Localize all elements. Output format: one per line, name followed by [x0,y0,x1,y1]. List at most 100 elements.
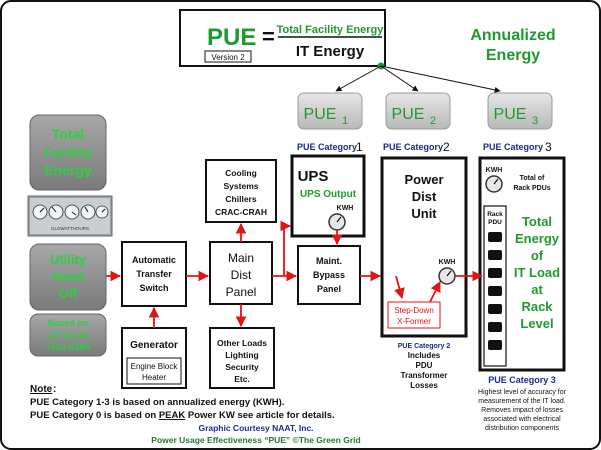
cooling-box: Cooling Systems Chillers CRAC-CRAH [205,159,277,223]
total-facility-line3: Energy [44,162,92,178]
utility-line3: Off [59,286,78,301]
ups-kwh: KWH [337,205,354,212]
pue1-base: PUE [304,106,337,123]
ats-box: Automatic Transfer Switch [121,241,187,307]
cat3-note-line1: Highest level of accuracy for [478,389,567,396]
utility-line1: Utility [50,252,87,267]
rack-big7: Level [520,316,553,331]
rack-total-line2: Rack PDUs [513,185,550,192]
rack-big2: Energy [515,231,560,246]
ats-line2: Transfer [136,269,172,279]
other-loads-line3: Security [225,362,259,372]
cat2-note-line4: Losses [410,381,438,390]
arrow-to-pue3 [380,65,501,93]
cat2-note-line2: PDU [416,361,433,370]
credit-line1: Graphic Courtesy NAAT, Inc. [198,423,313,433]
total-facility-box: Total Facility Energy [29,114,107,191]
ups-box: UPS UPS Output KWH [290,154,366,238]
arrow-to-pue2 [380,65,419,92]
note-line2: PUE Category 0 is based on PEAK Power KW… [30,410,335,421]
formula-numerator: Total Facility Energy [277,24,385,36]
note-line1: PUE Category 1-3 is based on annualized … [30,397,284,408]
utility-meter: GLOWATTHOURS [27,195,113,237]
bypass-line1: Maint. [316,256,342,266]
power-flow-arrows [106,220,484,328]
bypass-box: Maint. Bypass Panel [297,245,361,305]
note-title: Note [30,384,53,395]
pue1-heading: PUE 1 [297,92,363,130]
bottom-note: Note : PUE Category 1-3 is based on annu… [30,384,335,421]
other-loads-line2: Lighting [225,350,259,360]
formula-equals: = [262,24,275,49]
ups-output: UPS Output [300,189,357,200]
note-line2-pre: PUE Category 0 is based on [30,410,159,421]
category3-label: PUE Category [483,142,543,152]
pdu-title1: Power [404,172,443,187]
version-box [204,50,252,63]
arrow-to-pue1 [335,65,382,92]
main-panel-line2: Dist [231,268,252,282]
based-on-box: Based on 12-month Total KWH [29,313,107,357]
cat3-note-line3: Removes impact of losses [481,407,563,414]
cooling-line3: Chillers [225,194,256,204]
meter-brand: GLOWATTHOURS [51,226,89,231]
other-loads-box: Other Loads Lighting Security Etc. [209,327,275,389]
main-panel-line1: Main [228,251,254,265]
other-loads-line1: Other Loads [217,338,267,348]
based-line1: Based on [48,318,89,328]
note-line2-peak: PEAK [159,410,186,421]
pue3-base: PUE [494,106,527,123]
total-facility-line2: Facility [44,144,92,160]
rack-big3: of [531,248,544,263]
cat3-note-title: PUE Category 3 [488,375,556,385]
rack-big6: Rack [521,299,553,314]
pue-formula: PUE Version 2 = Total Facility Energy IT… [179,9,386,67]
category3-num: 3 [545,140,552,154]
annualized-line1: Annualized [470,27,555,44]
pdu-kwh: KWH [439,259,456,266]
category2-num: 2 [443,140,450,154]
formula-pue: PUE [207,24,256,51]
category3-note: PUE Category 3 Highest level of accuracy… [478,375,567,432]
pue3-heading: PUE 3 [487,92,553,130]
cat2-note-title: PUE Category 2 [398,343,451,350]
cat2-note-line3: Transformer [401,371,448,380]
cooling-line1: Cooling [225,168,257,178]
arrow-stepdown-meter [429,281,441,303]
other-loads-line4: Etc. [234,374,250,384]
main-panel-line3: Panel [226,285,257,299]
cooling-line2: Systems [224,181,259,191]
note-line2-post: Power KW see article for details. [185,410,334,421]
pue3-sub: 3 [532,115,538,127]
formula-version: Version 2 [211,53,245,62]
note-colon: : [53,384,56,395]
pue2-base: PUE [392,106,425,123]
pdu-title2: Dist [412,189,437,204]
rack-pdu-line1: Rack [487,211,503,218]
bypass-line2: Bypass [313,270,345,280]
ats-line1: Automatic [132,255,176,265]
total-facility-line1: Total [52,126,84,142]
cooling-line4: CRAC-CRAH [215,207,267,217]
generator-box: Generator Engine Block Heater [121,327,187,389]
rack-big1: Total [522,214,552,229]
rack-total-line1: Total of [520,175,545,182]
rack-big5: at [531,282,543,297]
rack-outlets [488,232,502,350]
generator-sub2: Heater [142,373,166,382]
rack-box: KWH Total of Rack PDUs Rack PDU Total En… [478,156,566,372]
category2-label: PUE Category [383,142,443,152]
cat3-note-line2: measurement of the IT load. [478,398,565,405]
cat2-note-line1: Includes [408,351,441,360]
annualized-line2: Energy [486,47,540,64]
generator-title: Generator [130,340,178,351]
pue2-sub: 2 [430,115,436,127]
rack-big4: IT Load [514,265,560,280]
based-line3: Total KWH [46,342,91,352]
stepdown-line2: X-Former [397,317,431,326]
main-panel-box: Main Dist Panel [209,241,273,305]
category1-num: 1 [356,140,363,154]
ats-line3: Switch [139,283,168,293]
cat3-note-line4: associated with electrical [483,416,561,423]
